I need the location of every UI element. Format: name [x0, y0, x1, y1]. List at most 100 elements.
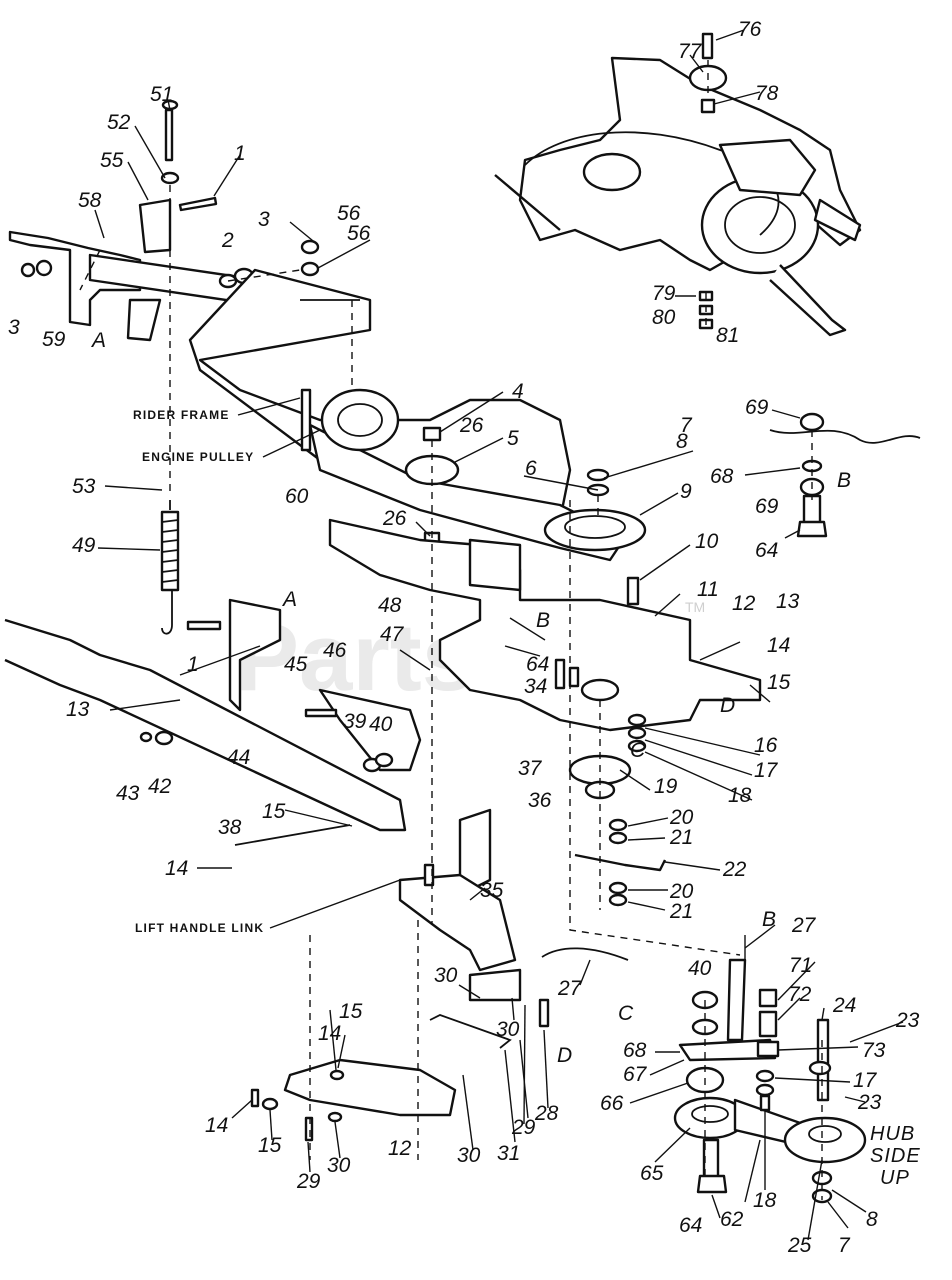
callout-label: 76 [738, 18, 762, 41]
callout-label: 13 [66, 698, 90, 721]
callout-label: 29 [511, 1116, 536, 1139]
callout-label: 8 [866, 1208, 878, 1231]
callout-label: 15 [262, 800, 286, 823]
callout-label: 36 [528, 789, 552, 812]
callout-label: 80 [652, 306, 676, 329]
deck-assembly-illustration [494, 32, 862, 337]
callout-label: 48 [378, 594, 402, 617]
lift-linkage-illustration [250, 808, 629, 1142]
callout-label: 12 [388, 1137, 412, 1160]
callout-label: 79 [652, 282, 676, 305]
callout-label: 21 [669, 826, 693, 849]
callout-label: 14 [767, 634, 790, 657]
caption-rider-frame: RIDER FRAME [133, 408, 230, 422]
callout-label: 46 [323, 639, 347, 662]
caption-engine-pulley: ENGINE PULLEY [142, 450, 254, 464]
engine-pulley-illustration [300, 388, 400, 452]
callout-label: 58 [78, 189, 102, 212]
callout-label: 49 [72, 534, 96, 557]
callout-label: 10 [695, 530, 719, 553]
callout-label: 81 [716, 324, 739, 347]
callout-label: 43 [116, 782, 140, 805]
callout-label: 15 [339, 1000, 363, 1023]
frame-rail-illustration [4, 598, 422, 846]
callout-label: 68 [710, 465, 734, 488]
callout-label: 8 [676, 430, 688, 453]
caption-lift-handle-link: LIFT HANDLE LINK [135, 921, 264, 935]
ref-letter: B [536, 609, 550, 632]
callout-label: 56 [337, 202, 361, 225]
callout-label: 2 [221, 229, 234, 252]
callout-label: 27 [791, 914, 817, 937]
callout-labels: 76 77 78 51 52 55 1 58 3 59 2 3 56 56 79… [8, 18, 920, 1257]
callout-label: 68 [623, 1039, 647, 1062]
callout-label: 3 [258, 208, 270, 231]
callout-leaders [94, 29, 904, 1241]
callout-label: 16 [754, 734, 778, 757]
callout-label: 60 [285, 485, 309, 508]
ref-letter: A [281, 588, 297, 611]
callout-label: 69 [745, 396, 769, 419]
callout-label: 23 [857, 1091, 882, 1114]
callout-label: 14 [318, 1022, 341, 1045]
callout-label: 1 [187, 653, 199, 676]
callout-label: 55 [100, 149, 124, 172]
callout-label: 7 [838, 1234, 851, 1257]
callout-label: 78 [755, 82, 779, 105]
callout-label: 7 [680, 414, 693, 437]
callout-label: 12 [732, 592, 756, 615]
callout-label: 34 [524, 675, 547, 698]
callout-label: 66 [600, 1092, 624, 1115]
callout-label: 64 [755, 539, 778, 562]
callout-label: 72 [788, 983, 812, 1006]
callout-label: 44 [227, 746, 250, 769]
callout-label: 25 [787, 1234, 812, 1257]
callout-label: 64 [526, 653, 549, 676]
callout-label: 9 [680, 480, 692, 503]
callout-label: 13 [776, 590, 800, 613]
callout-label: 5 [507, 427, 519, 450]
callout-label: 30 [434, 964, 458, 987]
ref-letter: B [837, 469, 851, 492]
callout-label: 67 [623, 1063, 648, 1086]
ref-letter: C [630, 739, 646, 762]
callout-label: 27 [557, 977, 583, 1000]
ref-letter: A [90, 329, 106, 352]
callout-label: 22 [722, 858, 747, 881]
callout-label: 1 [234, 142, 246, 165]
callout-label: 69 [755, 495, 779, 518]
callout-label: 3 [8, 316, 20, 339]
callout-label: 20 [669, 806, 694, 829]
callout-label: 20 [669, 880, 694, 903]
callout-label: 18 [728, 784, 752, 807]
callout-label: 51 [150, 83, 173, 106]
callout-label: 14 [165, 857, 188, 880]
callout-label: 30 [457, 1144, 481, 1167]
rider-frame-illustration [188, 268, 622, 562]
spring-49-illustration [160, 500, 180, 635]
ref-letter: D [720, 694, 735, 717]
ref-letter: C [618, 1002, 634, 1025]
callout-label: 28 [534, 1102, 559, 1125]
callout-label: 29 [296, 1170, 321, 1193]
ref-letter: B [762, 908, 776, 931]
callout-label: 40 [369, 713, 393, 736]
callout-label: 45 [284, 653, 308, 676]
callout-label: 52 [107, 111, 131, 134]
callout-label: 30 [327, 1154, 351, 1177]
callout-label: 30 [496, 1018, 520, 1041]
callout-label: 26 [382, 507, 407, 530]
callout-label: 77 [678, 40, 703, 63]
callout-label: 59 [42, 328, 66, 351]
callout-label: 38 [218, 816, 242, 839]
callout-label: 40 [688, 957, 712, 980]
callout-label: 26 [459, 414, 484, 437]
callout-label: 53 [72, 475, 96, 498]
callout-label: 17 [754, 759, 779, 782]
callout-label: 37 [518, 757, 543, 780]
callout-label: 18 [753, 1189, 777, 1212]
callout-label: 31 [497, 1142, 520, 1165]
callout-label: 6 [525, 457, 537, 480]
callout-label: 4 [512, 380, 524, 403]
